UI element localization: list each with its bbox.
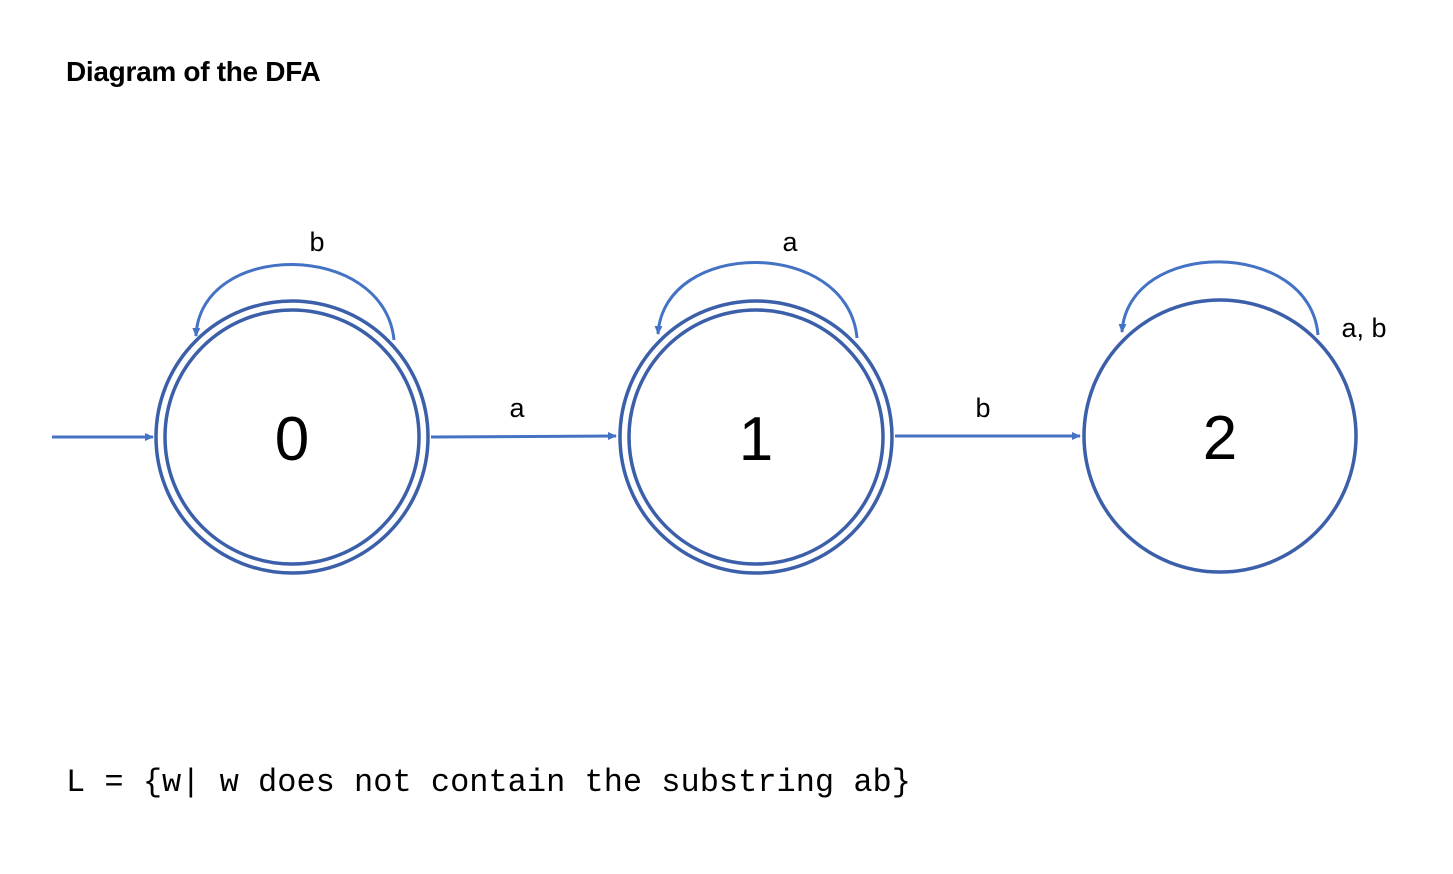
transition-1-1-loop xyxy=(654,261,859,339)
state-0: 0 xyxy=(154,299,430,575)
state-1-inner-ring xyxy=(627,308,885,566)
transition-0-0-label: b xyxy=(309,227,324,257)
state-0-outer-ring xyxy=(154,299,430,575)
state-0-label: 0 xyxy=(275,405,309,474)
state-1-outer-ring xyxy=(618,299,894,575)
state-0-inner-ring xyxy=(163,308,421,566)
state-2-label: 2 xyxy=(1203,404,1237,473)
transition-0-0-loop xyxy=(192,263,396,341)
state-1-label: 1 xyxy=(739,405,773,474)
diagram-title: Diagram of the DFA xyxy=(66,56,321,87)
state-2-ring xyxy=(1082,298,1358,574)
transition-1-1-label: a xyxy=(782,227,798,257)
transition-0-1-arrow xyxy=(430,432,617,441)
language-definition: L = {w| w does not contain the substring… xyxy=(66,764,911,801)
state-2: 2 xyxy=(1082,298,1358,574)
transition-2-2-label: a, b xyxy=(1341,313,1386,343)
transition-2-2-loop xyxy=(1118,260,1320,336)
transition-0-1-label: a xyxy=(509,393,525,423)
transition-1-2-label: b xyxy=(975,393,990,423)
state-1: 1 xyxy=(618,299,894,575)
